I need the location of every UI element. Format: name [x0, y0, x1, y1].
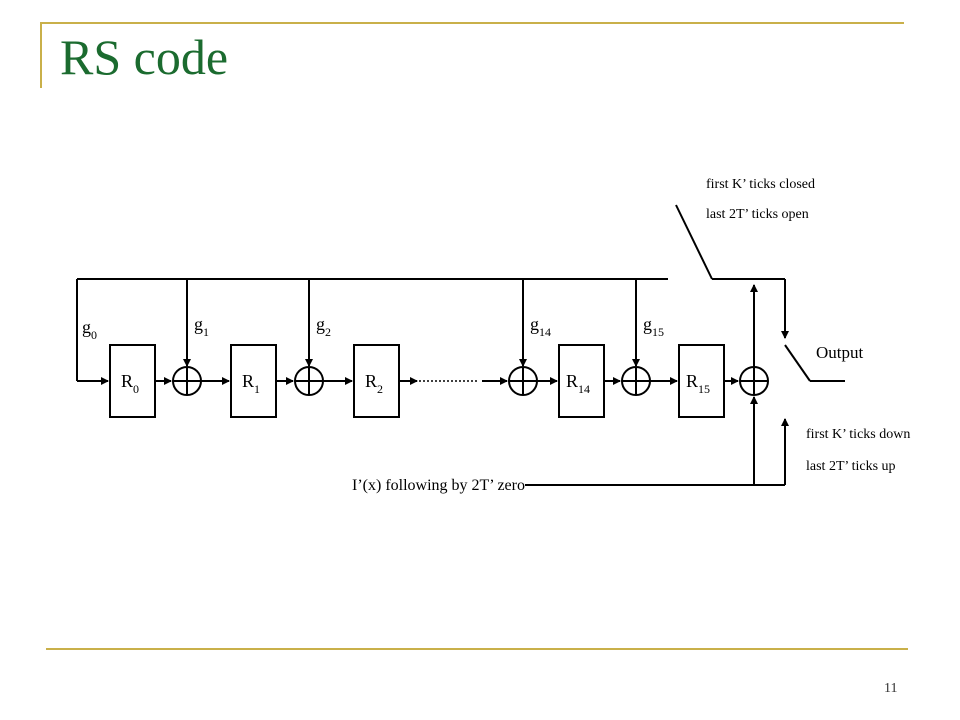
switch-bottom-label-line1: first K’ ticks down [806, 427, 910, 442]
coef-g15-label: g15 [643, 314, 664, 339]
register-r2-label: R2 [365, 371, 383, 396]
register-r15-label: R15 [686, 371, 710, 396]
coef-g1-label: g1 [194, 314, 209, 339]
output-label: Output [816, 343, 864, 362]
slide-title: RS code [60, 29, 229, 85]
page-number: 11 [884, 681, 898, 696]
left-rule [40, 22, 42, 88]
adder-output [739, 366, 769, 396]
adder-14 [508, 366, 538, 396]
switch-top-label-line2: last 2T’ ticks open [706, 207, 809, 222]
input-label: I’(x) following by 2T’ zero [352, 477, 525, 494]
coef-g2-label: g2 [316, 314, 331, 339]
feedback-switch-blade [675, 204, 713, 280]
adder-15 [621, 366, 651, 396]
coef-g14-label: g14 [530, 314, 551, 339]
switch-bottom-label-line2: last 2T’ ticks up [806, 459, 896, 474]
top-rule [40, 22, 904, 24]
register-r0-label: R0 [121, 371, 139, 396]
adder-2 [294, 366, 324, 396]
output-switch-blade [784, 344, 811, 382]
coef-g0-label: g0 [82, 317, 97, 342]
switch-top-label-line1: first K’ ticks closed [706, 177, 815, 192]
adder-1 [172, 366, 202, 396]
bottom-rule [46, 648, 908, 650]
register-r14-label: R14 [566, 371, 590, 396]
register-r1-label: R1 [242, 371, 260, 396]
